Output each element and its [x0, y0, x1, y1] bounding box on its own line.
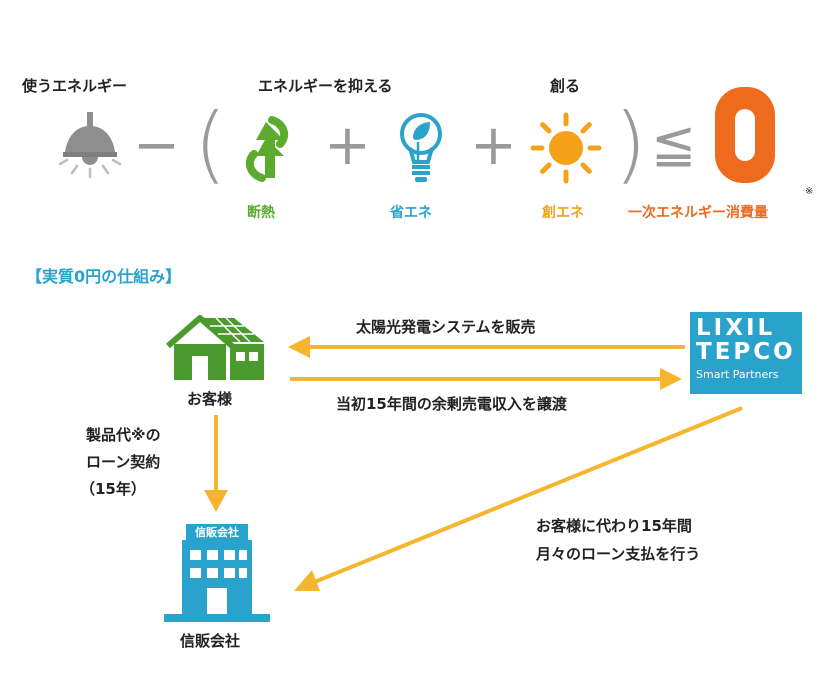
pay-label-line2: 月々のローン支払を行う	[536, 545, 701, 563]
zero-glyph: 0	[708, 82, 782, 188]
leaf-bulb-icon	[396, 110, 446, 186]
provider-logo-line2: TEPCO	[696, 339, 796, 365]
arrow-pay-head	[294, 570, 320, 591]
use-energy-label: 使うエネルギー	[22, 77, 128, 95]
provider-logo-line1: LIXIL	[696, 315, 776, 341]
section-title: 【実質0円の仕組み】	[26, 267, 182, 286]
open-paren: (	[194, 95, 227, 193]
house-solar-icon	[164, 312, 268, 382]
lamp-icon	[55, 112, 125, 182]
credit-sign: 信販会社	[186, 524, 248, 542]
sun-icon	[530, 112, 602, 184]
creating-label: 創エネ	[542, 205, 584, 221]
loan-label-line3: （15年）	[80, 480, 146, 498]
suppress-energy-label: エネルギーを抑える	[258, 77, 393, 95]
building-icon: 信販会社	[164, 520, 270, 624]
loan-label-line2: ローン契約	[86, 453, 161, 471]
sell-system-label: 太陽光発電システムを販売	[356, 318, 536, 336]
note-mark: ※	[805, 186, 814, 197]
provider-logo-line3: Smart Partners	[696, 368, 779, 381]
transfer-income-label: 当初15年間の余剰売電収入を譲渡	[336, 395, 567, 413]
credit-company-label: 信販会社	[180, 632, 241, 650]
less-equal-sign: ≦	[651, 112, 697, 175]
customer-label: お客様	[187, 390, 233, 408]
minus-sign: −	[133, 113, 180, 178]
arrow-sell-system-head	[288, 336, 310, 358]
primary-energy-label: 一次エネルギー消費量	[628, 205, 768, 221]
recycle-arrows-icon	[232, 114, 302, 184]
create-energy-label: 創る	[550, 77, 581, 95]
plus-sign-1: +	[324, 113, 371, 178]
saving-label: 省エネ	[390, 205, 432, 221]
provider-logo: LIXIL TEPCO Smart Partners	[690, 312, 802, 394]
arrow-transfer-income-head	[660, 368, 682, 390]
arrow-loan-head	[204, 490, 228, 512]
arrow-pay	[311, 406, 743, 585]
insulation-label: 断熱	[247, 205, 275, 221]
loan-label-line1: 製品代※の	[86, 426, 161, 444]
plus-sign-2: +	[470, 113, 517, 178]
close-paren: )	[614, 95, 647, 193]
pay-label-line1: お客様に代わり15年間	[536, 517, 692, 535]
